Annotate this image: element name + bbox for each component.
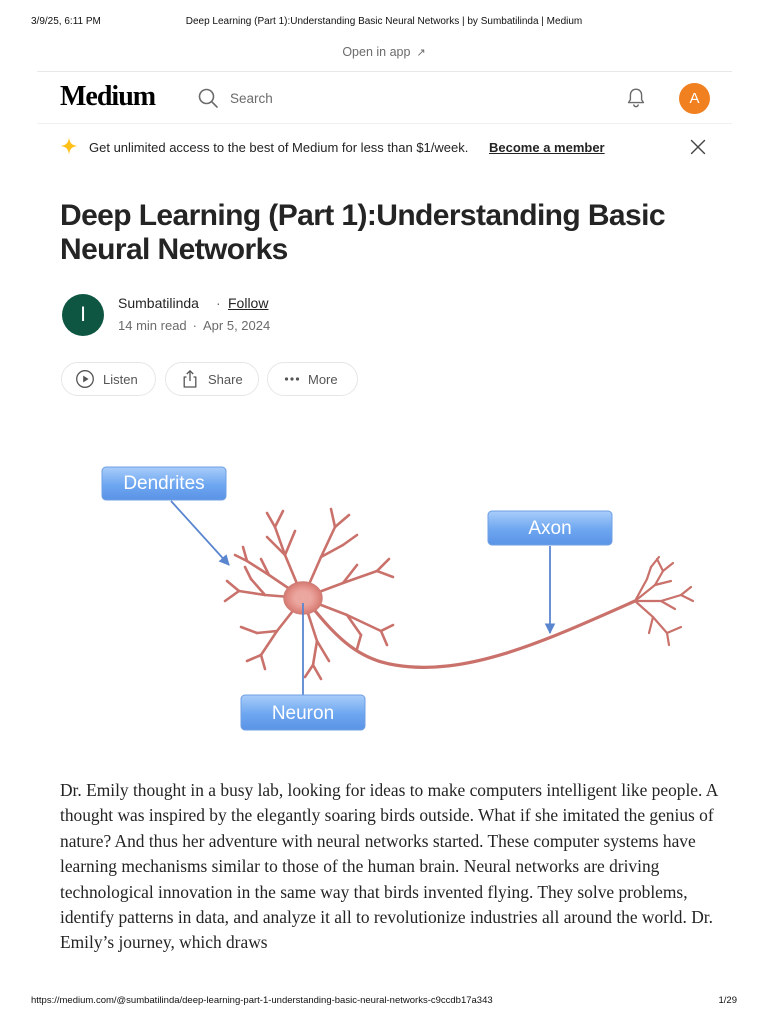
- separator-dot: ·: [216, 295, 221, 311]
- axon-label: Axon: [487, 510, 613, 546]
- listen-label: Listen: [103, 371, 138, 387]
- search-bar[interactable]: Search: [197, 87, 273, 109]
- divider: [37, 71, 732, 72]
- listen-button[interactable]: Listen: [61, 362, 156, 396]
- share-button[interactable]: Share: [165, 362, 259, 396]
- become-member-link[interactable]: Become a member: [489, 140, 605, 155]
- axon-label-text: Axon: [528, 518, 571, 539]
- nucleus: [296, 591, 310, 605]
- page-number: 1/29: [718, 995, 738, 1006]
- bell-icon[interactable]: [624, 86, 648, 110]
- read-time: 14 min read: [118, 318, 187, 333]
- user-avatar[interactable]: A: [679, 83, 710, 114]
- share-label: Share: [208, 371, 243, 387]
- more-label: More: [308, 371, 338, 387]
- axon-terminals: [633, 555, 695, 647]
- print-header: 3/9/25, 6:11 PM Deep Learning (Part 1):U…: [31, 16, 737, 30]
- neuron-label: Neuron: [240, 694, 366, 731]
- dendrites-label-text: Dendrites: [123, 473, 204, 494]
- page-url: https://medium.com/@sumbatilinda/deep-le…: [31, 995, 493, 1006]
- more-button[interactable]: More: [267, 362, 358, 396]
- play-icon: [76, 370, 94, 388]
- search-icon: [198, 88, 218, 108]
- banner-message: Get unlimited access to the best of Medi…: [89, 140, 469, 155]
- share-icon: [183, 370, 197, 388]
- neuron-label-text: Neuron: [272, 703, 334, 724]
- dendrites-label: Dendrites: [101, 466, 227, 501]
- follow-button[interactable]: Follow: [228, 295, 269, 311]
- publish-date: Apr 5, 2024: [203, 318, 271, 333]
- sparkle-icon: [60, 137, 78, 155]
- divider: [37, 123, 732, 124]
- print-footer: https://medium.com/@sumbatilinda/deep-le…: [31, 995, 737, 1009]
- article-title: Deep Learning (Part 1):Understanding Bas…: [60, 199, 666, 266]
- search-input[interactable]: Search: [230, 90, 273, 106]
- article-meta: 14 min read · Apr 5, 2024: [118, 318, 270, 333]
- author-name[interactable]: Sumbatilinda: [118, 295, 199, 311]
- more-icon: [284, 377, 300, 381]
- print-datetime: 3/9/25, 6:11 PM: [31, 16, 101, 27]
- close-icon[interactable]: [689, 138, 707, 156]
- arrow-up-right-icon: ↗: [416, 47, 426, 59]
- membership-banner: Get unlimited access to the best of Medi…: [0, 134, 768, 162]
- open-in-app-label: Open in app: [342, 45, 411, 59]
- dendrites-pointer: [170, 500, 230, 566]
- print-page-title: Deep Learning (Part 1):Understanding Bas…: [185, 16, 583, 27]
- axon: [305, 599, 637, 669]
- author-avatar[interactable]: I: [62, 294, 104, 336]
- separator-dot: ·: [192, 318, 197, 333]
- article-body-paragraph: Dr. Emily thought in a busy lab, looking…: [60, 780, 718, 953]
- top-navbar: Medium Search A: [0, 72, 768, 123]
- open-in-app-link[interactable]: Open in app ↗: [0, 45, 768, 59]
- medium-logo[interactable]: Medium: [60, 81, 156, 112]
- neuron-diagram: Dendrites Axon Neuron: [101, 466, 695, 731]
